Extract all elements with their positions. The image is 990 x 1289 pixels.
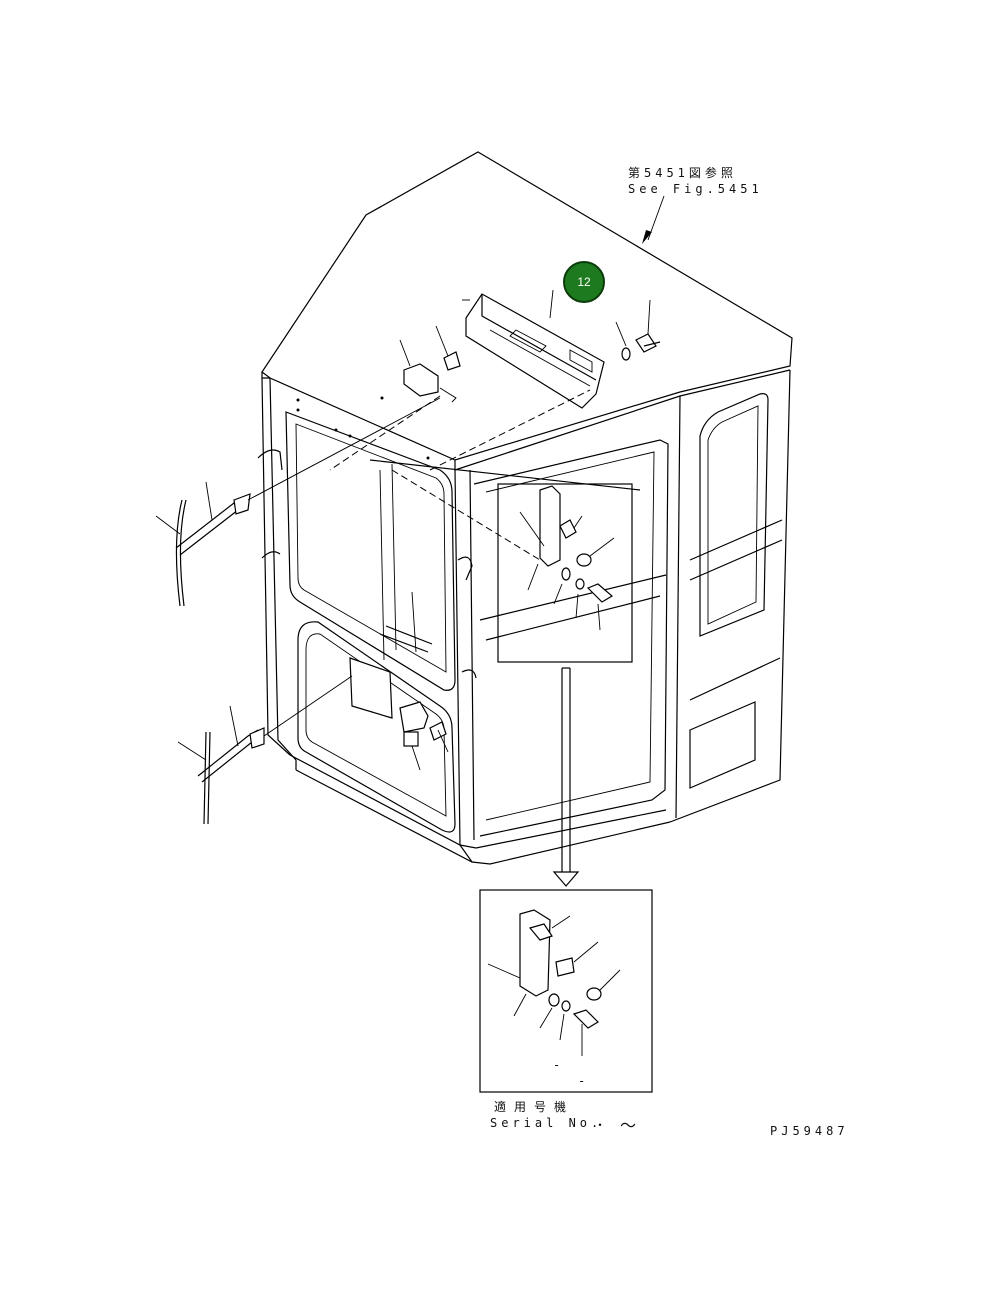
part-callout-12[interactable]: 12	[563, 261, 605, 303]
see-fig-arrow	[642, 195, 665, 244]
cab-body	[257, 369, 791, 865]
serial-separator: ・	[594, 1118, 611, 1132]
roof-washer[interactable]	[615, 321, 631, 361]
lower-wiper-arm[interactable]	[197, 675, 353, 783]
detail-box-lower	[479, 889, 653, 1093]
roof-bolt[interactable]	[635, 299, 661, 353]
upper-wiper-blade[interactable]	[155, 499, 187, 607]
serial-range-mark: ～	[620, 1116, 641, 1135]
lower-wiper-blade[interactable]	[177, 731, 211, 825]
serial-label-en: Serial No.	[490, 1116, 603, 1130]
drawing-code: PJ59487	[770, 1124, 849, 1138]
see-fig-label-en: See Fig.5451	[628, 182, 763, 196]
detail-box-upper	[497, 483, 633, 663]
leader-line	[329, 395, 441, 471]
upper-wiper-motor[interactable]	[399, 325, 461, 403]
detail-mark-a: -	[553, 1058, 565, 1072]
see-fig-label-jp: 第5451図参照	[628, 166, 737, 180]
detail-arrow	[552, 667, 580, 887]
cab-roof	[261, 151, 793, 471]
lower-wiper-motor[interactable]	[399, 701, 449, 771]
detail-mark-b: -	[578, 1074, 590, 1088]
upper-wiper-arm[interactable]	[175, 397, 441, 556]
roof-wiper-cover[interactable]	[462, 289, 605, 409]
serial-label-jp: 適用号機	[494, 1100, 575, 1114]
